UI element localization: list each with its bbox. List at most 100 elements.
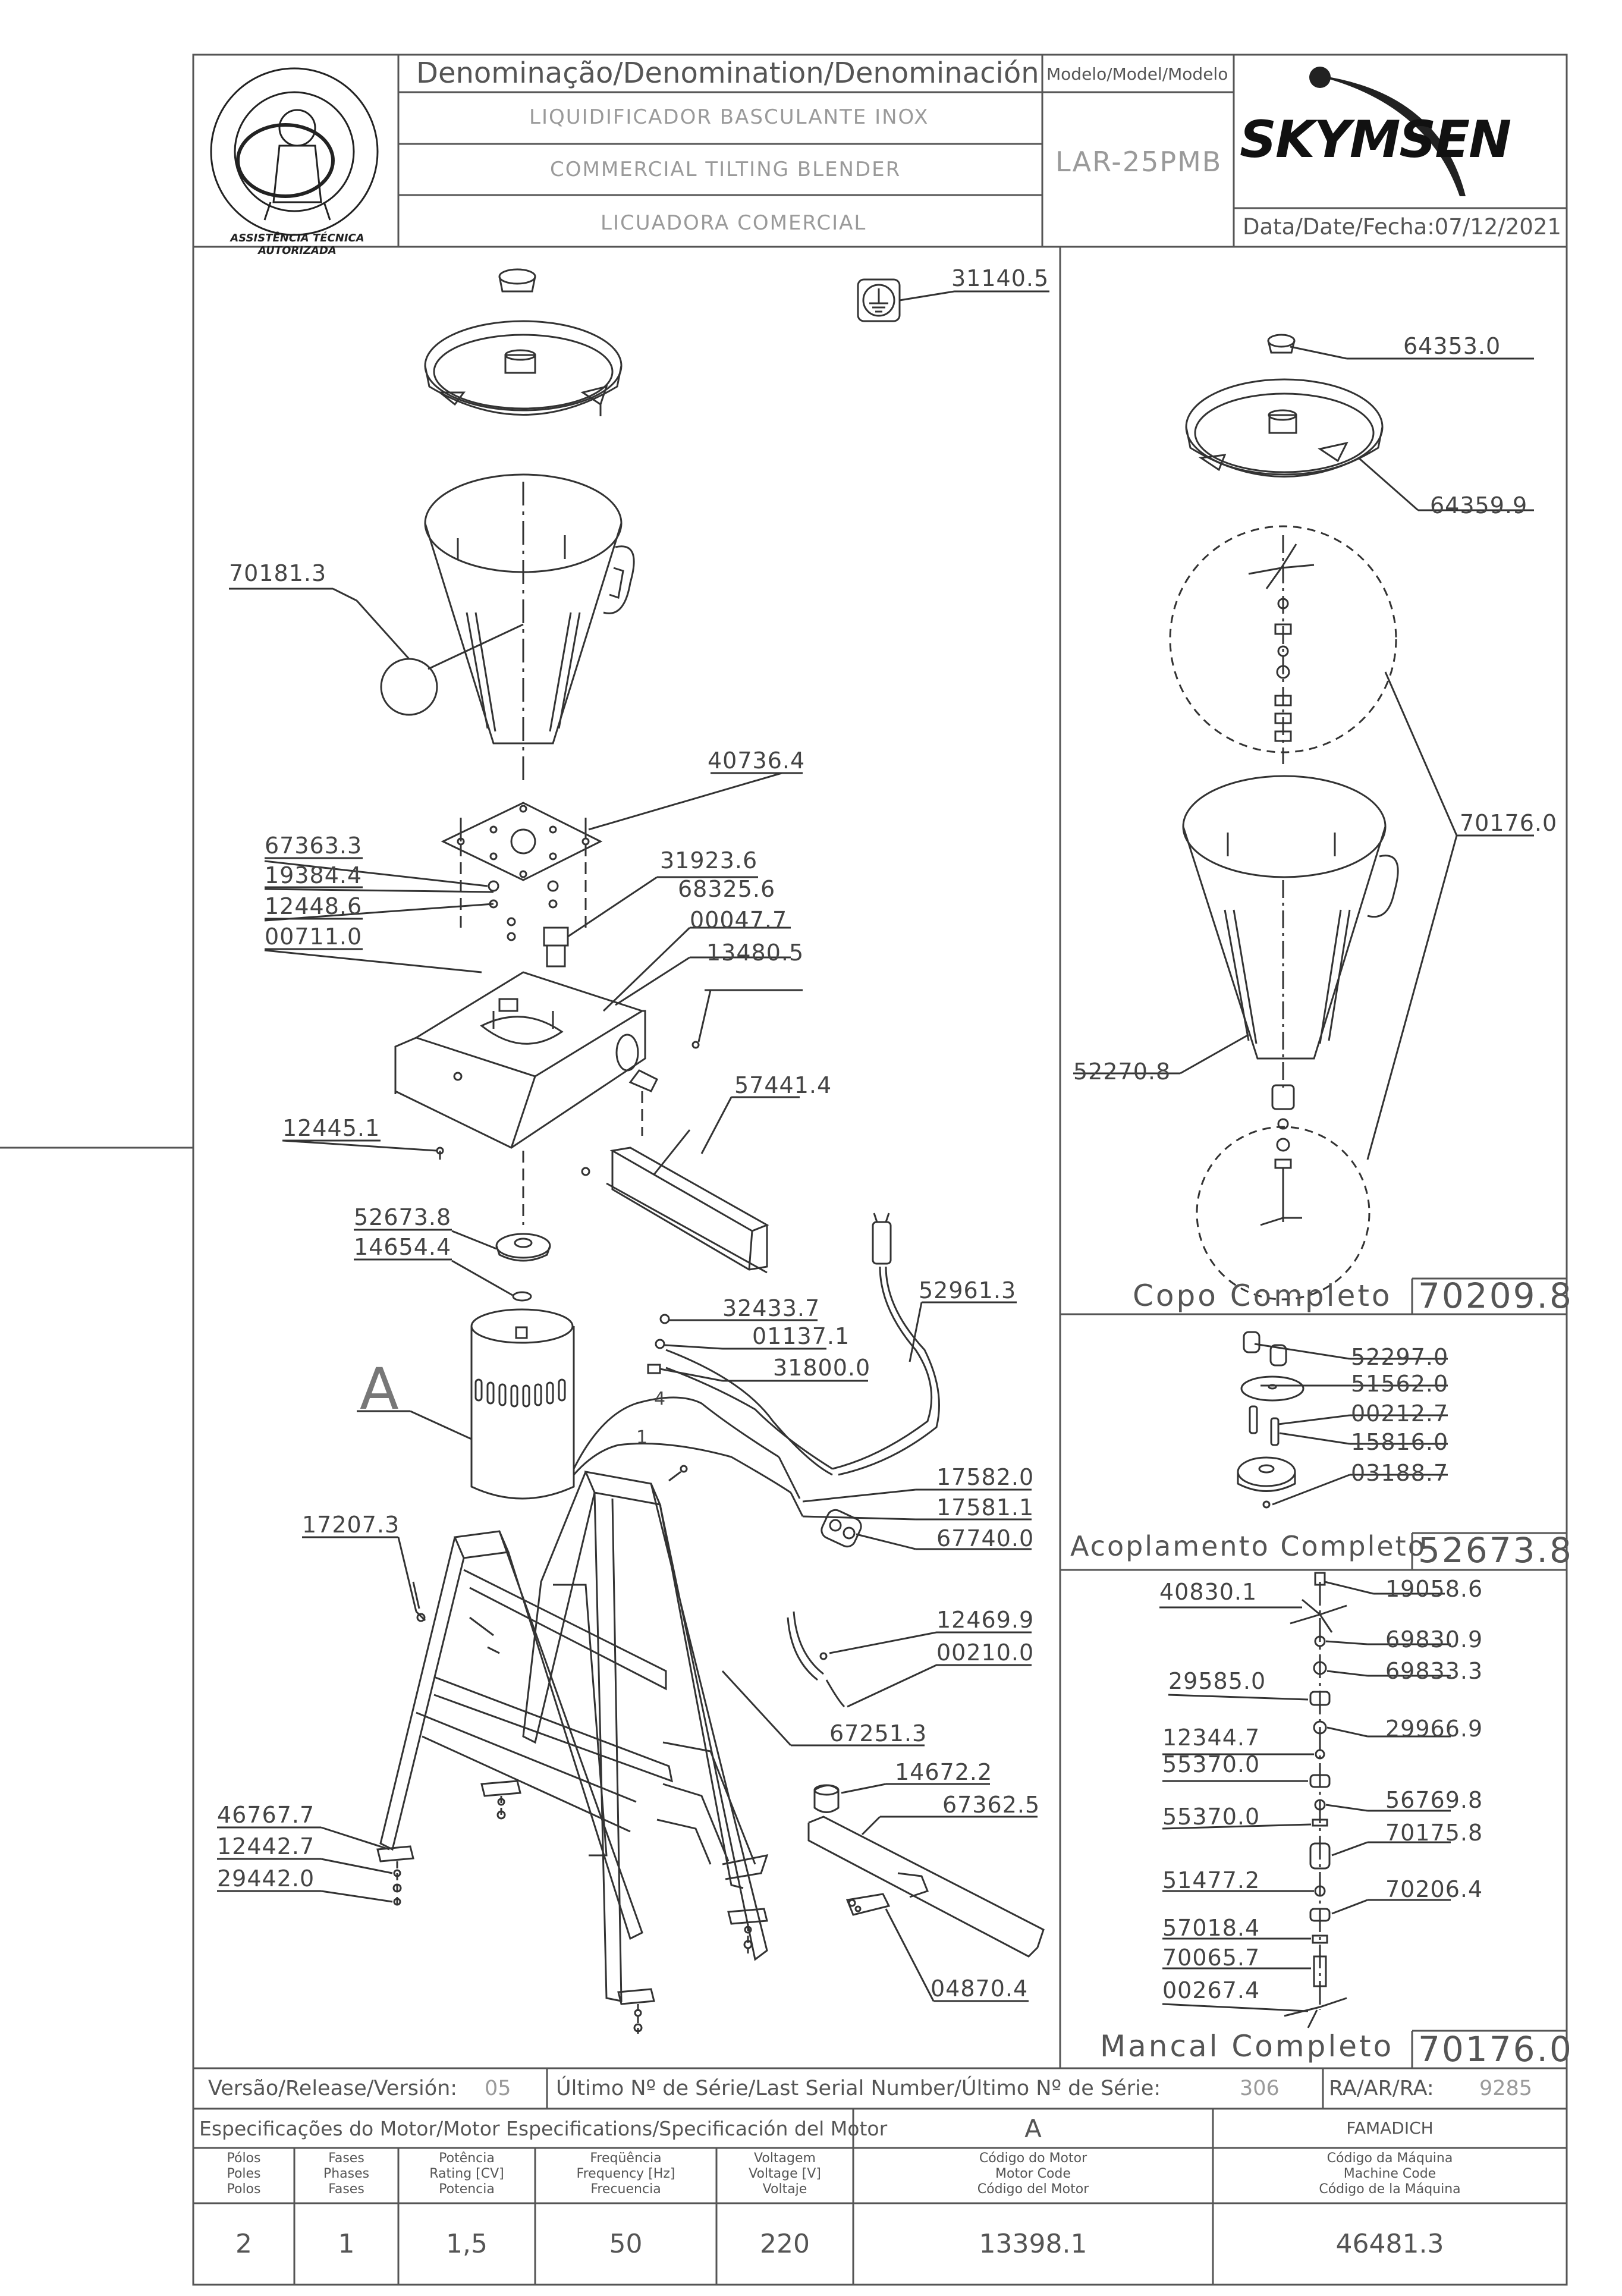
callout-32433: 32433.7	[722, 1295, 821, 1321]
callout-40736: 40736.4	[708, 747, 806, 774]
serial-value: 306	[1240, 2077, 1280, 2100]
callout-17207: 17207.3	[302, 1512, 400, 1538]
col-rating-value: 1,5	[446, 2229, 488, 2259]
callout-14654: 14654.4	[354, 1234, 452, 1260]
callout-64359: 64359.9	[1430, 492, 1528, 519]
col-frequency-value: 50	[609, 2229, 643, 2259]
callout-52961: 52961.3	[919, 1277, 1017, 1304]
callout-00711: 00711.0	[265, 924, 363, 950]
callout-12448: 12448.6	[265, 893, 363, 919]
callout-52270: 52270.8	[1073, 1059, 1171, 1085]
callout-19058: 19058.6	[1385, 1576, 1483, 1602]
callout-29585: 29585.0	[1168, 1668, 1266, 1694]
motor-spec-letter: A	[1024, 2114, 1042, 2143]
callout-03188: 03188.7	[1351, 1460, 1449, 1486]
col-phases-value: 1	[338, 2229, 355, 2259]
callout-46767: 46767.7	[217, 1802, 315, 1828]
callout-67740: 67740.0	[936, 1525, 1035, 1551]
callout-51477: 51477.2	[1162, 1867, 1260, 1893]
version-value: 05	[485, 2077, 511, 2100]
brand-logo-text: SKYMSEN	[1240, 110, 1511, 169]
callout-00210: 00210.0	[936, 1639, 1035, 1666]
section-title-acoplamento: Acoplamento Completo	[1070, 1530, 1426, 1562]
wire-label-4: 4	[654, 1389, 667, 1409]
col-voltage-value: 220	[760, 2229, 810, 2259]
callout-00212: 00212.7	[1351, 1400, 1449, 1427]
callout-19384: 19384.4	[265, 862, 363, 888]
callout-67251: 67251.3	[829, 1720, 928, 1747]
section-code-mancal: 70176.0	[1418, 2029, 1573, 2069]
model-label: Modelo/Model/Modelo	[1046, 64, 1228, 84]
callout-69830: 69830.9	[1385, 1626, 1483, 1653]
callout-56769: 56769.8	[1385, 1787, 1483, 1813]
wire-label-1: 1	[636, 1427, 649, 1448]
version-label: Versão/Release/Versión:	[208, 2077, 458, 2100]
callout-12469: 12469.9	[936, 1607, 1035, 1633]
section-title-mancal: Mancal Completo	[1100, 2029, 1394, 2063]
callout-17582: 17582.0	[936, 1464, 1035, 1490]
callout-31140: 31140.5	[951, 265, 1049, 291]
callout-70181: 70181.3	[229, 560, 327, 586]
callout-64353: 64353.0	[1403, 333, 1501, 359]
callout-57441: 57441.4	[734, 1072, 832, 1098]
callout-55370-a: 55370.0	[1162, 1751, 1260, 1777]
callout-12445: 12445.1	[282, 1115, 381, 1141]
section-title-copo: Copo Completo	[1133, 1279, 1392, 1313]
callout-69833: 69833.3	[1385, 1658, 1483, 1684]
callout-13480: 13480.5	[706, 940, 804, 966]
callout-70176-cup: 70176.0	[1460, 810, 1558, 836]
callout-67363: 67363.3	[265, 833, 363, 859]
callout-12442: 12442.7	[217, 1833, 315, 1860]
callout-01137: 01137.1	[752, 1323, 850, 1349]
product-name-es: LICUADORA COMERCIAL	[601, 211, 867, 235]
seal-text: ASSISTÊNCIA TÉCNICA AUTORIZADA	[230, 232, 364, 257]
callout-29442: 29442.0	[217, 1865, 315, 1892]
ra-label: RA/AR/RA:	[1329, 2077, 1434, 2100]
col-machine-code-value: 46481.3	[1335, 2229, 1444, 2259]
callout-52297: 52297.0	[1351, 1344, 1449, 1370]
section-code-copo: 70209.8	[1418, 1276, 1573, 1316]
denomination-label: Denominação/Denomination/Denominación	[416, 56, 1039, 90]
callout-00047: 00047.7	[690, 907, 788, 933]
callout-17581: 17581.1	[936, 1494, 1035, 1521]
callout-51562: 51562.0	[1351, 1371, 1449, 1397]
product-name-en: COMMERCIAL TILTING BLENDER	[550, 158, 901, 181]
callout-67362: 67362.5	[942, 1792, 1041, 1818]
motor-label-a: A	[360, 1356, 400, 1422]
callout-70065: 70065.7	[1162, 1945, 1260, 1971]
callout-31923: 31923.6	[660, 847, 758, 874]
authorized-service-seal	[210, 67, 379, 236]
section-code-acoplamento: 52673.8	[1418, 1530, 1573, 1571]
callout-00267: 00267.4	[1162, 1977, 1260, 2003]
date-row: Data/Date/Fecha:07/12/2021	[1243, 214, 1561, 240]
callout-12344: 12344.7	[1162, 1725, 1260, 1751]
serial-label: Último Nº de Série/Last Serial Number/Úl…	[556, 2077, 1161, 2100]
ra-value: 9285	[1479, 2077, 1533, 2100]
manufacturer: FAMADICH	[1346, 2118, 1434, 2138]
callout-70206: 70206.4	[1385, 1876, 1483, 1902]
col-poles-value: 2	[235, 2229, 252, 2259]
callout-70175: 70175.8	[1385, 1820, 1483, 1846]
callout-31800: 31800.0	[773, 1355, 871, 1381]
callout-68325: 68325.6	[678, 876, 776, 902]
callout-40830: 40830.1	[1159, 1579, 1258, 1605]
callout-52673: 52673.8	[354, 1204, 452, 1230]
callout-29966: 29966.9	[1385, 1716, 1483, 1742]
skymsen-logo-swoosh	[1309, 67, 1466, 196]
motor-spec-label: Especificações do Motor/Motor Especifica…	[199, 2117, 888, 2140]
date-label: Data/Date/Fecha:	[1243, 214, 1435, 240]
sheet-frame	[192, 54, 1568, 2286]
callout-04870: 04870.4	[931, 1975, 1029, 2002]
col-motor-code-value: 13398.1	[979, 2229, 1087, 2259]
date-value: 07/12/2021	[1434, 214, 1561, 240]
callout-15816: 15816.0	[1351, 1429, 1449, 1455]
callout-14672: 14672.2	[895, 1759, 993, 1785]
